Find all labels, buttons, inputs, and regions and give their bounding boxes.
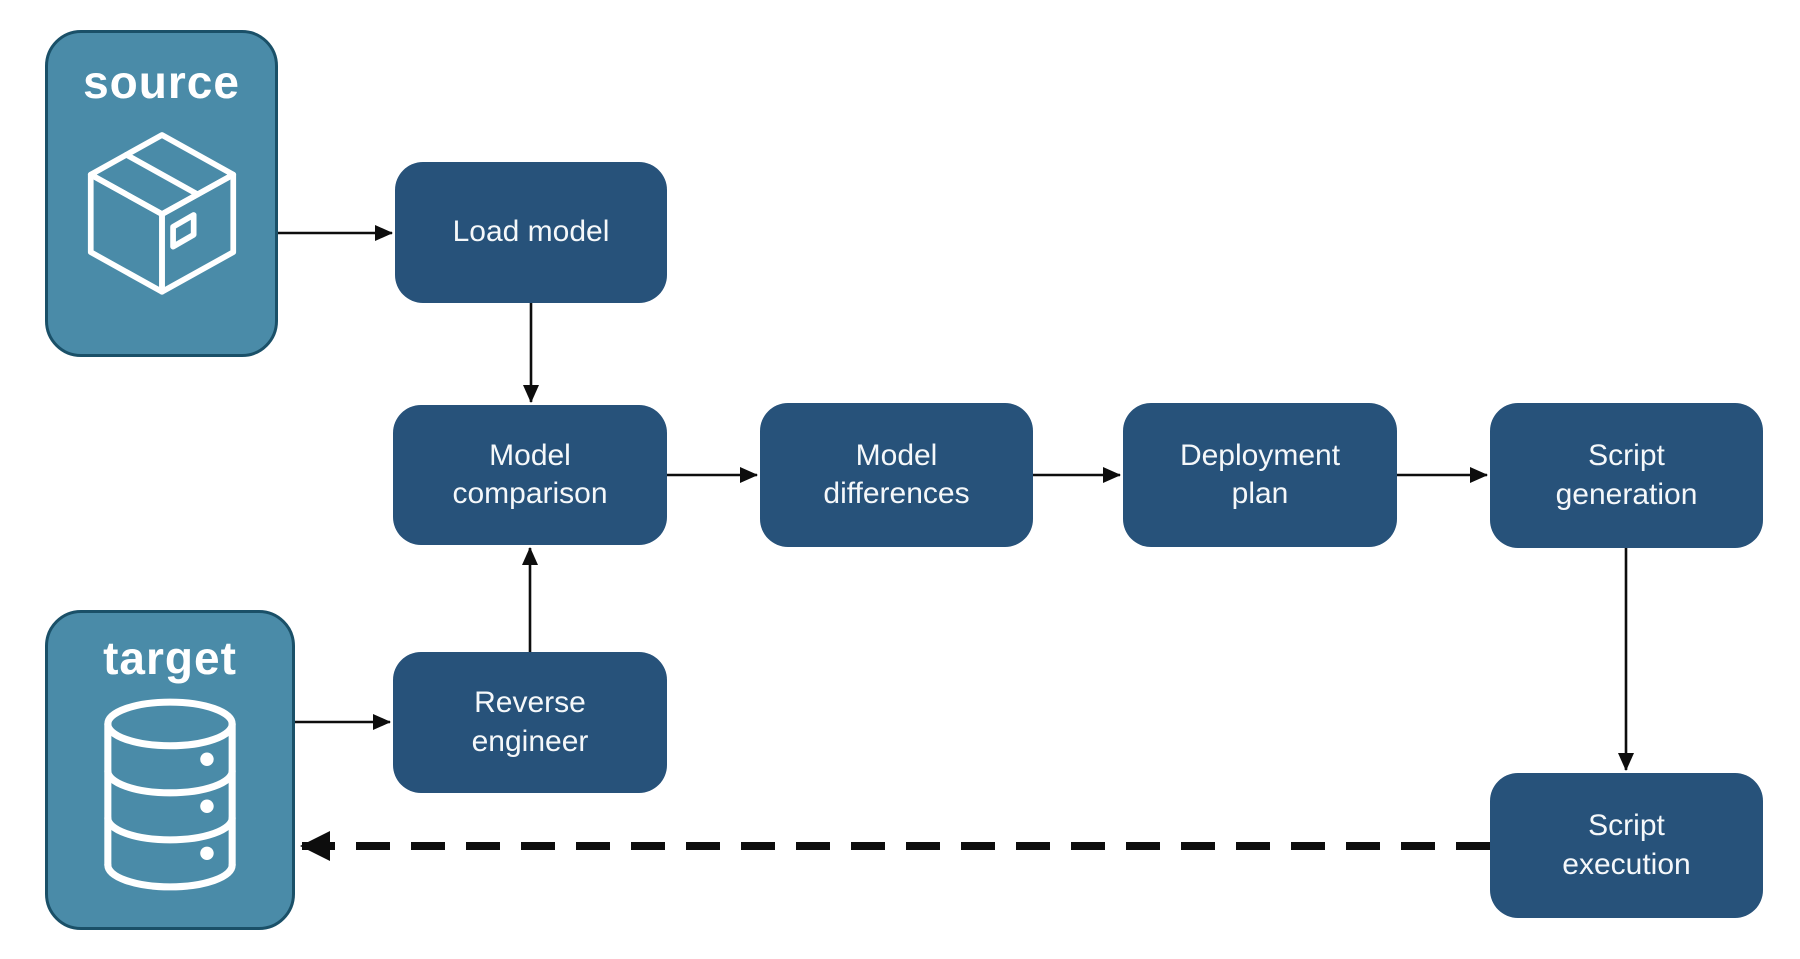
node-script-execution: Script execution [1490,773,1763,918]
node-model-comparison-label: Model comparison [452,438,608,510]
package-icon [87,131,236,295]
node-load-model-label: Load model [452,215,610,249]
node-model-differences-label: Model differences [823,438,970,510]
node-load-model: Load model [395,162,667,303]
endpoint-source-label: source [83,56,240,108]
node-model-differences: Model differences [760,403,1033,547]
endpoint-target: target [45,610,295,930]
endpoint-target-label: target [103,632,237,684]
node-model-comparison: Model comparison [393,405,667,545]
endpoint-source: source [45,30,278,357]
database-icon [104,698,236,891]
node-reverse-engineer: Reverse engineer [393,652,667,793]
node-script-generation-label: Script generation [1555,439,1698,511]
node-script-generation: Script generation [1490,403,1763,548]
node-deployment-plan-label: Deployment plan [1179,438,1341,510]
node-deployment-plan: Deployment plan [1123,403,1397,547]
node-script-execution-label: Script execution [1562,809,1691,881]
node-reverse-engineer-label: Reverse engineer [471,686,589,758]
